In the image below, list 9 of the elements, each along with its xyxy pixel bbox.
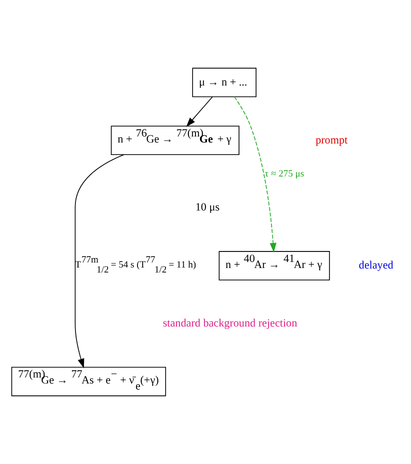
edge-label: τ ≈ 275 μs <box>264 170 304 180</box>
label: prompt <box>316 134 348 146</box>
label: standard background rejection <box>162 318 298 330</box>
node-box: μ → n + ... <box>192 68 256 98</box>
arrow <box>74 154 124 368</box>
arrow <box>186 96 213 127</box>
label: 10 μs <box>195 202 220 214</box>
label: delayed <box>358 260 394 272</box>
arrow <box>234 96 276 252</box>
